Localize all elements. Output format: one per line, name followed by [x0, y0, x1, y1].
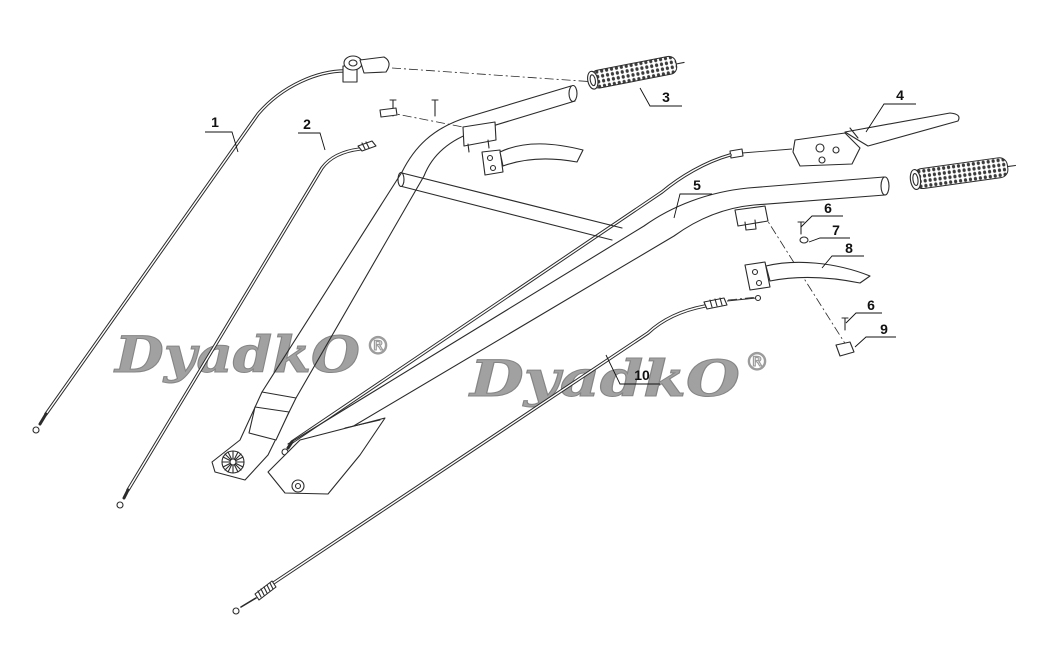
- callout-label: 5: [693, 177, 701, 193]
- callout-label: 9: [880, 321, 888, 337]
- callout-label: 4: [896, 87, 904, 103]
- right-grip: [909, 157, 1017, 191]
- throttle-lever: [342, 55, 390, 83]
- right-mount-bracket: [267, 417, 386, 495]
- callout-label: 3: [662, 89, 670, 105]
- cotter-pin-lower: [841, 317, 849, 331]
- washer: [799, 236, 809, 244]
- clip: [835, 341, 855, 357]
- callout-label: 1: [211, 114, 219, 130]
- pins-left: [379, 99, 439, 118]
- left-clutch-lever: [462, 121, 584, 176]
- callout-1: 1: [205, 114, 239, 153]
- watermark-text: DyadkO: [468, 349, 741, 408]
- gear-wheel-icon: [221, 450, 245, 474]
- registered-mark: ®: [745, 348, 769, 376]
- watermark-text: DyadkO: [113, 325, 361, 384]
- callout-9: 9: [854, 321, 896, 348]
- callout-4: 4: [865, 87, 916, 133]
- alignment-lines: [385, 67, 847, 346]
- callout-10: 10: [605, 354, 660, 385]
- left-grip: [587, 55, 685, 90]
- callout-8: 8: [821, 240, 864, 269]
- callout-6-lower: 6: [845, 297, 882, 324]
- left-mount-bracket: [211, 391, 297, 481]
- cable-1: [32, 69, 350, 434]
- callout-label: 7: [832, 222, 840, 238]
- cable-2: [116, 140, 377, 509]
- callout-label: 10: [634, 367, 650, 383]
- callout-6-upper: 6: [800, 200, 843, 228]
- throttle-cable: [281, 148, 793, 456]
- right-arm-bracket: [734, 205, 769, 227]
- throttle-control-lever: [792, 112, 960, 167]
- brake-lever: [744, 261, 871, 291]
- watermark-left: DyadkO ®: [112, 325, 390, 385]
- callout-label: 8: [845, 240, 853, 256]
- callout-label: 6: [824, 200, 832, 216]
- cable-spring: [254, 580, 277, 601]
- callout-label: 2: [303, 116, 311, 132]
- callout-label: 6: [867, 297, 875, 313]
- callout-2: 2: [298, 116, 326, 151]
- watermark-right: DyadkO ®: [467, 347, 770, 408]
- callout-5: 5: [673, 177, 712, 219]
- cable-10: [232, 294, 762, 615]
- cotter-pin-upper: [797, 221, 805, 235]
- callout-3: 3: [639, 87, 682, 107]
- registered-mark: ®: [366, 332, 390, 360]
- callout-7: 7: [808, 222, 850, 243]
